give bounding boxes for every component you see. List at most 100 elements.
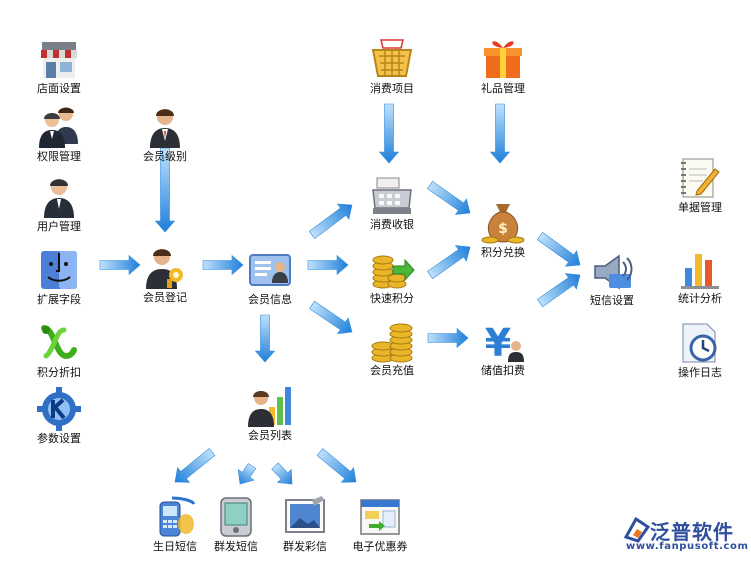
money-bag-icon: $ — [481, 204, 525, 244]
node-stored-value-deduct[interactable]: ¥ 储值扣费 — [463, 318, 543, 378]
user-icon — [44, 179, 74, 218]
finder-icon — [41, 251, 77, 289]
arrow-info-to-cashier — [308, 203, 353, 240]
node-label: 单据管理 — [678, 201, 722, 214]
node-label: 积分兑换 — [481, 246, 525, 259]
arrow-quickpoints-to-redeem — [427, 245, 471, 280]
bar-chart-icon — [681, 254, 719, 289]
picture-icon — [285, 496, 325, 533]
node-member-level[interactable]: 会员级别 — [125, 104, 205, 164]
node-sms-settings[interactable]: 短信设置 — [572, 248, 652, 308]
arrow-register-to-info — [202, 254, 244, 276]
svg-text:$: $ — [498, 221, 508, 237]
arrow-recharge-to-deduct — [427, 327, 469, 349]
node-label: 生日短信 — [153, 540, 197, 553]
member-icon — [150, 109, 180, 148]
clock-doc-icon — [682, 323, 717, 363]
green-swirl-icon — [41, 325, 77, 360]
node-store-setup[interactable]: 店面设置 — [19, 36, 99, 96]
node-label: 积分折扣 — [37, 366, 81, 379]
member-key-icon — [146, 249, 183, 289]
member-chart-icon — [248, 387, 291, 427]
arrow-deduct-to-sms — [537, 273, 581, 308]
node-label: 消费项目 — [370, 82, 414, 95]
node-user-mgmt[interactable]: 用户管理 — [19, 174, 99, 234]
node-member-recharge[interactable]: 会员充值 — [352, 318, 432, 378]
arrow-list-to-coupon — [316, 448, 357, 483]
node-doc-mgmt[interactable]: 单据管理 — [660, 155, 740, 215]
coins-arrow-icon — [372, 255, 415, 289]
brand-logo: 泛普软件 www.fanpusoft.com — [620, 514, 749, 560]
node-consume-items[interactable]: 消费项目 — [352, 36, 432, 96]
arrow-info-to-quickpoints — [307, 254, 349, 276]
store-icon — [41, 42, 77, 78]
node-label: 扩展字段 — [37, 293, 81, 306]
node-label: 礼品管理 — [481, 82, 525, 95]
cash-register-icon — [372, 177, 412, 214]
node-label: 统计分析 — [678, 292, 722, 305]
node-extend-fields[interactable]: 扩展字段 — [19, 247, 99, 307]
arrow-redeem-to-sms — [536, 231, 581, 267]
node-group-sms[interactable]: 群发短信 — [196, 494, 276, 554]
arrow-extend-to-register — [99, 254, 141, 276]
node-label: 权限管理 — [37, 150, 81, 163]
arrow-info-to-list — [254, 314, 276, 363]
node-label: 消费收银 — [370, 218, 414, 231]
node-permission-mgmt[interactable]: 权限管理 — [19, 104, 99, 164]
node-label: 会员列表 — [248, 429, 292, 442]
arrow-cashier-to-redeem — [427, 180, 471, 215]
node-param-settings[interactable]: 参数设置 — [19, 386, 99, 446]
node-label: 群发彩信 — [283, 540, 327, 553]
svg-text:¥: ¥ — [485, 321, 511, 364]
arrow-level-to-register — [154, 147, 176, 233]
node-label: 会员信息 — [248, 293, 292, 306]
node-label: 店面设置 — [37, 82, 81, 95]
arrow-list-to-birthday — [174, 448, 216, 483]
phone-icon — [159, 496, 196, 537]
arrow-info-to-recharge — [309, 300, 353, 335]
node-label: 电子优惠券 — [352, 540, 408, 553]
notebook-icon — [681, 158, 720, 198]
users-group-icon — [39, 107, 78, 148]
node-points-discount[interactable]: 积分折扣 — [19, 320, 99, 380]
node-group-mms[interactable]: 群发彩信 — [265, 494, 345, 554]
gear-k-icon — [37, 387, 81, 431]
logo-icon — [623, 517, 651, 543]
node-consume-cashier[interactable]: 消费收银 — [352, 172, 432, 232]
logo-brand-text: 泛普软件 — [650, 520, 734, 544]
node-e-coupon[interactable]: 电子优惠券 — [340, 494, 420, 554]
node-member-info[interactable]: 会员信息 — [230, 247, 310, 307]
node-member-register[interactable]: 会员登记 — [125, 245, 205, 305]
arrow-gift-to-redeem — [489, 103, 511, 164]
id-card-icon — [249, 254, 291, 286]
pda-icon — [220, 497, 252, 537]
yen-user-icon: ¥ — [485, 321, 524, 364]
arrow-list-to-groupsms — [237, 463, 257, 485]
arrow-list-to-groupmms — [271, 462, 293, 485]
node-label: 会员级别 — [143, 150, 187, 163]
node-label: 快速积分 — [370, 292, 414, 305]
node-quick-points[interactable]: 快速积分 — [352, 246, 432, 306]
node-label: 参数设置 — [37, 432, 81, 445]
node-label: 短信设置 — [590, 294, 634, 307]
node-label: 操作日志 — [678, 366, 722, 379]
node-label: 群发短信 — [214, 540, 258, 553]
coupon-icon — [360, 499, 400, 535]
node-birthday-sms[interactable]: 生日短信 — [135, 494, 215, 554]
speaker-icon — [594, 254, 633, 290]
node-label: 储值扣费 — [481, 364, 525, 377]
arrow-items-to-cashier — [378, 103, 400, 164]
coin-stack-icon — [371, 323, 413, 363]
node-op-log[interactable]: 操作日志 — [660, 320, 740, 380]
node-member-list[interactable]: 会员列表 — [230, 383, 310, 443]
node-label: 用户管理 — [37, 220, 81, 233]
node-gift-mgmt[interactable]: 礼品管理 — [463, 36, 543, 96]
node-points-redeem[interactable]: $ 积分兑换 — [463, 200, 543, 260]
node-label: 会员充值 — [370, 364, 414, 377]
node-label: 会员登记 — [143, 291, 187, 304]
node-stat-analysis[interactable]: 统计分析 — [660, 246, 740, 306]
gift-icon — [484, 41, 522, 78]
logo-url: www.fanpusoft.com — [626, 541, 749, 552]
